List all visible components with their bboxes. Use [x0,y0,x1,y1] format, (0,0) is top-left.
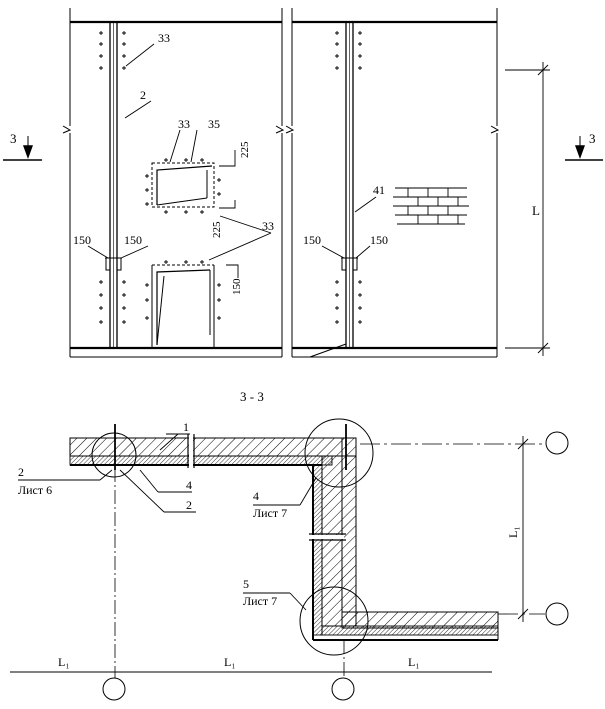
leader-lines [87,43,377,278]
label-4-sheet: Лист 7 [253,506,287,520]
brick-symbol [393,187,469,225]
section-leaders [18,433,317,611]
dimension-L1-vertical [517,436,529,622]
section-marker-left: 3 [10,131,17,146]
axis-lines [10,443,545,680]
callout-35: 35 [208,117,220,131]
section-arrow-right [565,136,603,161]
callout-150-a: 150 [73,233,91,247]
detail-circles [91,418,374,656]
callout-41: 41 [373,183,385,197]
label-2-sheet: Лист 6 [18,483,52,497]
label-4-a: 4 [186,478,192,492]
callout-150-b: 150 [124,233,142,247]
left-panel [62,8,285,358]
callout-33-top: 33 [158,31,170,45]
elevation-labels: 3 3 33 2 33 35 225 225 33 150 150 150 41… [10,31,596,295]
section-marker-right: 3 [589,131,596,146]
opening-upper [151,162,215,208]
callout-150-rotated: 150 [231,278,243,295]
section-arrow-left [3,136,42,161]
section-labels: 1 2 Лист 6 4 2 4 Лист 7 5 Лист 7 L₁ L₁ L… [18,420,520,669]
dimension-L [505,62,550,356]
label-4-number: 4 [253,489,259,503]
dimension-L1-vertical-label: L₁ [506,526,520,538]
callout-225-mid: 225 [211,221,223,238]
stud-brackets [105,257,358,271]
label-5-number: 5 [243,577,249,591]
callout-150-c: 150 [303,233,321,247]
callout-150-d: 150 [370,233,388,247]
dimension-L-label: L [532,203,540,218]
section-view [69,424,499,641]
dimension-L1-c: L₁ [408,655,420,669]
fastener-marks [99,31,362,324]
opening-lower [151,264,215,348]
axis-bubbles [102,431,569,701]
section-title: 3 - 3 [240,389,264,404]
dimension-L1-b: L₁ [224,655,236,669]
right-panel [285,8,500,358]
label-2-b: 2 [186,498,192,512]
label-2-number: 2 [18,465,24,479]
callout-33-right: 33 [262,219,274,233]
label-1: 1 [183,420,189,434]
callout-33-mid: 33 [178,117,190,131]
dimension-L1-a: L₁ [58,655,70,669]
label-5-sheet: Лист 7 [243,594,277,608]
callout-2: 2 [140,88,146,102]
elevation-view [3,8,603,358]
callout-225-top: 225 [239,141,251,158]
